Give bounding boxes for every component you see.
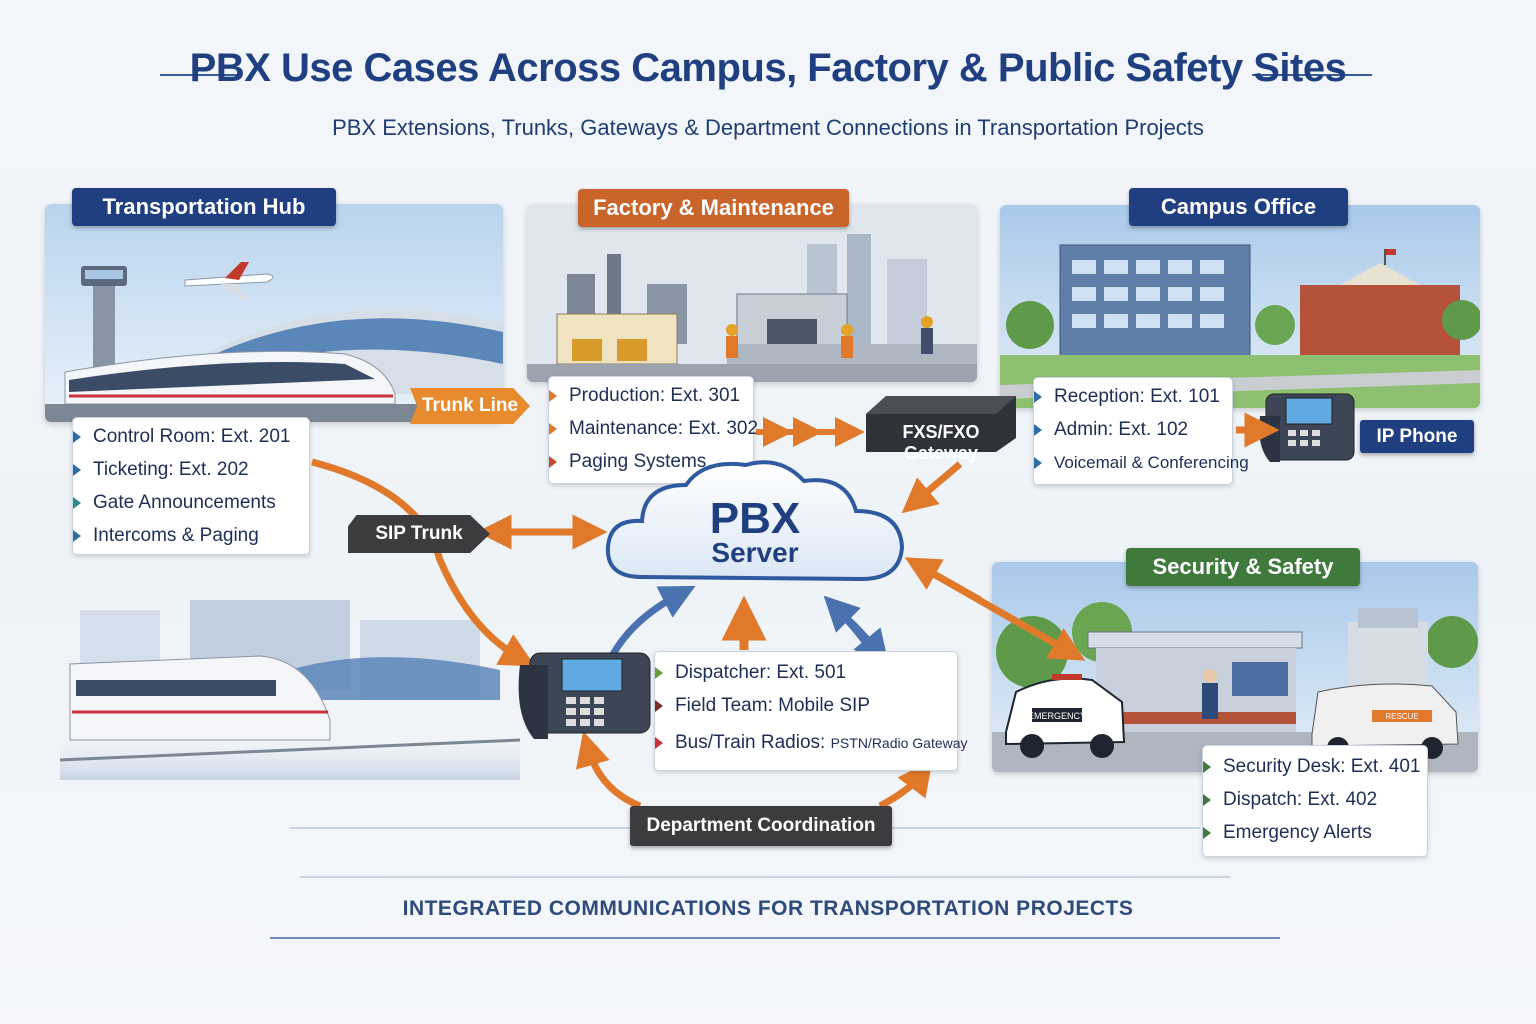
item-label: Gate Announcements xyxy=(93,492,276,513)
page-title: PBX Use Cases Across Campus, Factory & P… xyxy=(189,46,1347,90)
item-label: Dispatch: Ext. 402 xyxy=(1223,789,1378,810)
bullet-icon xyxy=(73,497,81,509)
list-item: Production: Ext. 301 xyxy=(549,379,753,412)
rail-station-scene xyxy=(59,590,521,780)
list-item: Control Room: Ext. 201 xyxy=(73,420,309,453)
police-car-text: EMERGENCY xyxy=(1028,711,1086,721)
bullet-icon xyxy=(655,700,663,712)
campus-office-card: Reception: Ext. 101 Admin: Ext. 102 Voic… xyxy=(1033,377,1249,485)
item-detail: PSTN/Radio Gateway xyxy=(830,735,968,751)
page-subtitle: PBX Extensions, Trunks, Gateways & Depar… xyxy=(332,115,1204,140)
item-label: Voicemail & Conferencing xyxy=(1054,453,1249,472)
title-rule-left xyxy=(160,74,240,76)
gateway-label: FXS/FXO Gateway xyxy=(902,422,980,463)
pbx-server-cloud xyxy=(600,455,910,595)
transportation-hub-label: Transportation Hub xyxy=(72,188,336,226)
gateway-to-pbx-arrow xyxy=(901,461,963,514)
list-item: Ticketing: Ext. 202 xyxy=(73,453,309,486)
list-item: Paging Systems xyxy=(549,445,753,478)
bullet-icon xyxy=(1203,761,1211,773)
bullet-icon xyxy=(1034,424,1042,436)
list-item: Intercoms & Paging xyxy=(73,519,309,552)
item-label: Reception: Ext. 101 xyxy=(1054,386,1220,407)
pbx-server-title: PBX xyxy=(709,494,801,543)
item-label: Security Desk: Ext. 401 xyxy=(1223,756,1421,777)
item-label: Paging Systems xyxy=(569,451,707,472)
item-label: Intercoms & Paging xyxy=(93,525,259,546)
item-label: Bus/Train Radios: xyxy=(675,732,826,753)
list-item: Security Desk: Ext. 401 xyxy=(1203,750,1427,783)
title-rule-right xyxy=(1252,74,1372,76)
bullet-icon xyxy=(1034,457,1042,469)
list-item: Field Team: Mobile SIP xyxy=(655,689,957,722)
bullet-icon xyxy=(73,530,81,542)
factory-label: Factory & Maintenance xyxy=(578,189,849,227)
list-item: Voicemail & Conferencing xyxy=(1034,446,1249,479)
list-item: Reception: Ext. 101 xyxy=(1034,380,1232,413)
rescue-car-text: RESCUE xyxy=(1385,712,1418,721)
list-item: Bus/Train Radios: PSTN/Radio Gateway xyxy=(655,726,968,759)
bullet-icon xyxy=(73,431,81,443)
bullet-icon xyxy=(655,737,663,749)
item-label: Admin: Ext. 102 xyxy=(1054,419,1189,440)
security-label: Security & Safety xyxy=(1126,548,1360,586)
campus-illustration xyxy=(1000,205,1480,408)
item-label: Field Team: Mobile SIP xyxy=(675,695,871,716)
list-item: Gate Announcements xyxy=(73,486,309,519)
airport-train-illustration xyxy=(45,204,503,422)
coordination-left-arrow xyxy=(575,731,642,810)
list-item: Dispatch: Ext. 402 xyxy=(1203,783,1427,816)
rail-station-illustration xyxy=(59,600,521,780)
bullet-icon xyxy=(549,423,557,435)
bullet-icon xyxy=(549,390,557,402)
transportation-hub-card: Control Room: Ext. 201 Ticketing: Ext. 2… xyxy=(72,417,310,555)
department-coordination-label: Department Coordination xyxy=(630,806,892,846)
item-label: Ticketing: Ext. 202 xyxy=(93,459,249,480)
bullet-icon xyxy=(1203,794,1211,806)
item-label: Maintenance: Ext. 302 xyxy=(569,418,759,439)
bullet-icon xyxy=(1203,827,1211,839)
trunk-line-label: Trunk Line xyxy=(410,388,530,424)
footer-tagline: INTEGRATED COMMUNICATIONS FOR TRANSPORTA… xyxy=(402,897,1134,920)
item-label: Dispatcher: Ext. 501 xyxy=(675,662,847,683)
list-item: Dispatcher: Ext. 501 xyxy=(655,656,957,689)
item-label: Control Room: Ext. 201 xyxy=(93,426,291,447)
sip-trunk-label: SIP Trunk xyxy=(348,515,490,553)
campus-office-scene xyxy=(1000,205,1480,408)
security-card: Security Desk: Ext. 401 Dispatch: Ext. 4… xyxy=(1202,745,1428,857)
campus-office-label: Campus Office xyxy=(1129,188,1348,226)
dispatch-card: Dispatcher: Ext. 501 Field Team: Mobile … xyxy=(654,651,968,771)
phone-to-pbx-arrow xyxy=(606,585,696,662)
bullet-icon xyxy=(1034,391,1042,403)
ip-phone-label: IP Phone xyxy=(1360,420,1474,453)
hub-to-phone-arrow xyxy=(311,458,536,667)
item-label: Emergency Alerts xyxy=(1223,822,1372,843)
transportation-hub-scene xyxy=(45,204,503,422)
bullet-icon xyxy=(549,456,557,468)
list-item: Admin: Ext. 102 xyxy=(1034,413,1232,446)
bullet-icon xyxy=(655,667,663,679)
desk-phone-icon xyxy=(514,645,654,745)
item-label: Production: Ext. 301 xyxy=(569,385,741,406)
list-item: Maintenance: Ext. 302 xyxy=(549,412,758,445)
coordination-right-arrow xyxy=(878,760,933,810)
pbx-server-subtitle: Server xyxy=(711,537,799,568)
bullet-icon xyxy=(73,464,81,476)
gateway-device xyxy=(866,394,1016,452)
list-item: Emergency Alerts xyxy=(1203,816,1427,849)
